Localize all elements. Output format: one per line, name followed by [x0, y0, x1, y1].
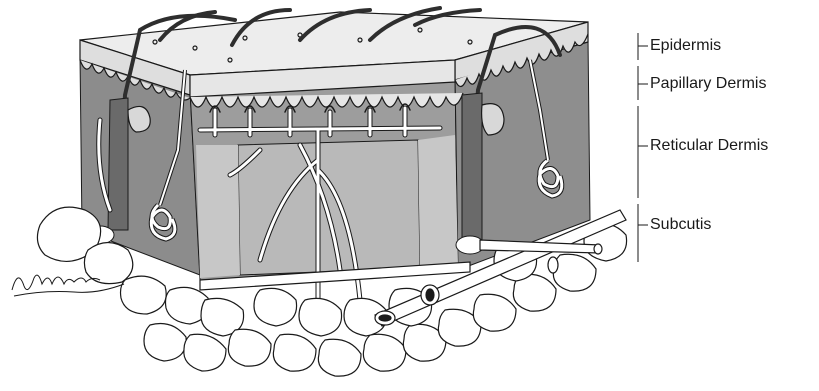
fat-lobule	[318, 339, 361, 376]
vessel-end-2	[594, 244, 602, 254]
label-subcutis: Subcutis	[650, 216, 711, 234]
reticular-cutaway-right	[418, 135, 458, 268]
label-papillary-dermis: Papillary Dermis	[650, 75, 766, 93]
reticular-cutaway	[238, 140, 420, 275]
fat-lobule	[473, 294, 516, 331]
layer-brackets	[638, 33, 648, 262]
vessel-end	[548, 257, 558, 273]
fat-lobule	[121, 276, 167, 314]
fat-lobule	[84, 243, 132, 284]
fat-lobule	[363, 334, 406, 371]
label-epidermis: Epidermis	[650, 37, 721, 55]
sebaceous-gland-right	[482, 104, 504, 135]
reticular-cutaway-left	[196, 145, 240, 278]
fat-lobule	[553, 254, 596, 291]
vessel-lumen-2	[379, 315, 391, 321]
fat-lobule	[228, 329, 271, 366]
label-reticular-dermis: Reticular Dermis	[650, 137, 768, 155]
follicle-right	[462, 93, 482, 240]
fat-lobule	[144, 324, 186, 362]
fat-lobule	[273, 334, 316, 371]
fat-lobule	[184, 334, 226, 371]
vessel-lumen	[426, 289, 434, 301]
vessel-branch	[480, 240, 600, 253]
sebaceous-gland-left	[128, 106, 150, 132]
fat-lobule	[299, 298, 342, 336]
fat-lobule	[254, 288, 297, 326]
